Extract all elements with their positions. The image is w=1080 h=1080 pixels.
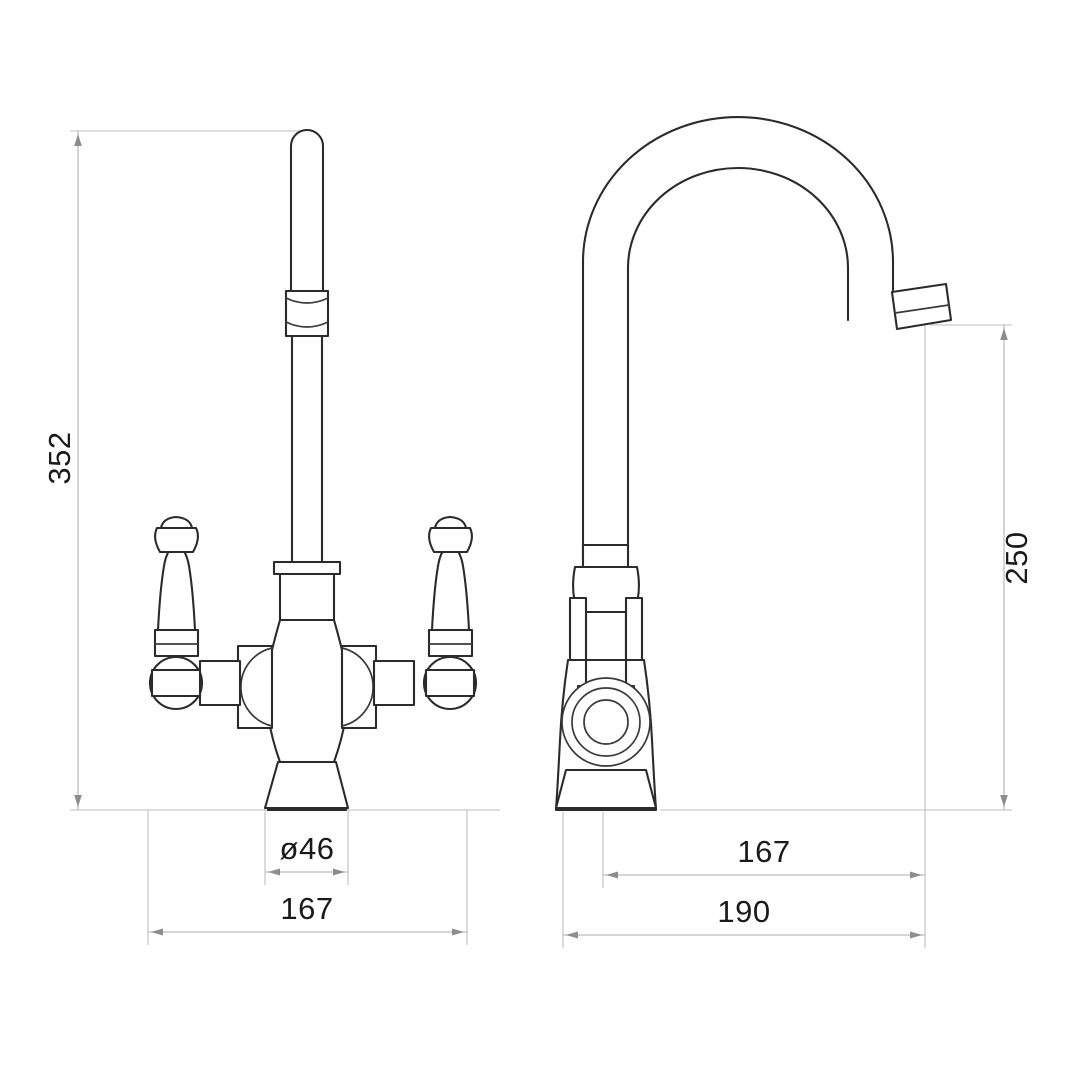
front-base-flare (263, 760, 350, 810)
front-right-handle-collar (427, 628, 474, 658)
front-body-center (266, 618, 348, 764)
front-stem-flange (272, 560, 342, 576)
arrow-352-top (74, 134, 82, 146)
front-left-valve-stem (198, 659, 242, 707)
arrow-250-bottom (1000, 795, 1008, 807)
front-left-valve-block (236, 644, 274, 730)
dim-label-spout-diameter: ø46 (280, 831, 335, 866)
front-elevation-view (148, 128, 478, 812)
front-right-lever-cap (433, 515, 468, 530)
dim-label-spout-reach: 167 (737, 834, 790, 869)
front-spout-collar (284, 289, 330, 338)
front-collar-curve-bottom (285, 321, 329, 328)
arrow-167-front-left (151, 928, 163, 936)
front-right-lever-handle[interactable] (422, 515, 478, 711)
arrow-190-right (910, 931, 922, 939)
side-base-flare (554, 768, 658, 810)
front-right-lever-body (430, 543, 471, 632)
side-spout-joint-band (581, 543, 630, 569)
arrow-167-front-right (452, 928, 464, 936)
front-body-neck (278, 572, 336, 622)
front-spout-stem (290, 334, 324, 564)
front-right-valve-block (340, 644, 378, 730)
side-right-wing (624, 596, 644, 662)
front-left-lever-bulb (154, 526, 199, 554)
arrow-d46-right (333, 868, 345, 876)
front-right-lever-bulb (428, 526, 473, 554)
front-collar-curve-top (285, 297, 329, 304)
arrow-190-left (566, 931, 578, 939)
arrow-167-side-right (910, 871, 922, 879)
dim-label-spout-height: 250 (999, 531, 1034, 584)
side-valve-ring-inner (583, 699, 629, 745)
dim-label-overall-depth: 190 (717, 894, 770, 929)
side-valve-ring-middle (571, 687, 641, 757)
front-right-ball-band (424, 668, 476, 698)
front-left-ball-band (150, 668, 202, 698)
side-valve-ring-outer (561, 677, 651, 767)
front-left-lever-cap (159, 515, 194, 530)
side-aerator-line (894, 304, 950, 314)
front-right-valve-stem (372, 659, 416, 707)
arrow-d46-left (268, 868, 280, 876)
dim-label-handle-spread: 167 (280, 891, 333, 926)
side-spout-inner-wall (626, 166, 850, 562)
front-left-lever-handle[interactable] (148, 515, 204, 711)
front-left-lever-body (156, 543, 197, 632)
arrow-250-top (1000, 328, 1008, 340)
front-spout-tube (289, 128, 325, 302)
dimension-group-front-view: 352 ø46 167 (42, 130, 500, 945)
side-spout-outer-wall (581, 116, 895, 562)
front-left-handle-collar (153, 628, 200, 658)
side-aerator-tip (890, 282, 953, 331)
side-elevation-view (554, 116, 953, 812)
arrow-167-side-left (606, 871, 618, 879)
arrow-352-bottom (74, 795, 82, 807)
side-left-wing (568, 596, 588, 662)
dim-label-overall-height: 352 (42, 431, 77, 484)
dimension-group-side-view: 250 167 190 (562, 324, 1034, 948)
